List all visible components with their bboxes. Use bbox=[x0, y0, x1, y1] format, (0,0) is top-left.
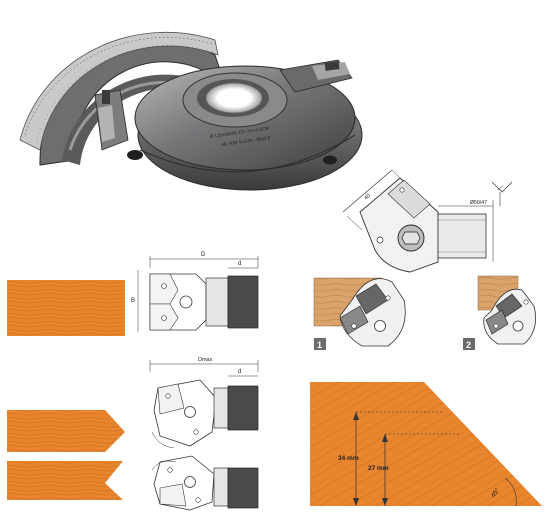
dim-27mm-label: 27 mm bbox=[368, 465, 389, 472]
cutter-body: Ø 125x40x50 Z2+ 2V+4 BOR HL 40/4 5x1/24 … bbox=[127, 65, 363, 191]
profile-view-1: 1 bbox=[313, 277, 406, 350]
dim-D-label: D bbox=[201, 252, 206, 258]
knife-bore-dim: Ø50/47 bbox=[470, 200, 487, 206]
knife-detail-diagram: 40 Ø50/47 bbox=[342, 169, 513, 273]
badge-2 bbox=[463, 338, 475, 350]
badge-2-label: 2 bbox=[466, 340, 471, 350]
engraving-line-2: HL 40/4 5x1/24 - 90x3 6 bbox=[221, 135, 271, 147]
badge-1-label: 1 bbox=[317, 340, 322, 350]
profile-bevel-bottom bbox=[7, 461, 123, 500]
knife-holder-left bbox=[94, 89, 129, 151]
dim-d-bottom-label: d bbox=[238, 369, 241, 375]
dim-34mm-label: 34 mm bbox=[338, 455, 359, 462]
dim-Dmax-label: Dmax bbox=[198, 357, 213, 363]
knife-width-dim: 40 bbox=[363, 193, 372, 202]
dim-d-label: d bbox=[238, 261, 241, 267]
dimension-view-bottom: Dmax d bbox=[149, 357, 259, 511]
dim-B-label: B bbox=[131, 298, 135, 304]
cutter-head-render: Ø 125x40x50 Z2+ 2V+4 BOR HL 40/4 5x1/24 … bbox=[19, 31, 363, 191]
bevel-angle-diagram: 34 mm 27 mm 45° bbox=[310, 382, 542, 507]
profile-bevel-top bbox=[7, 410, 125, 452]
profile-square-edge bbox=[7, 280, 125, 336]
dimension-view-top: D d B bbox=[131, 252, 259, 332]
flatness-symbol bbox=[491, 181, 513, 206]
badge-1 bbox=[314, 338, 326, 350]
knife-holder-right bbox=[279, 59, 353, 93]
profile-view-2: 2 bbox=[463, 275, 537, 350]
